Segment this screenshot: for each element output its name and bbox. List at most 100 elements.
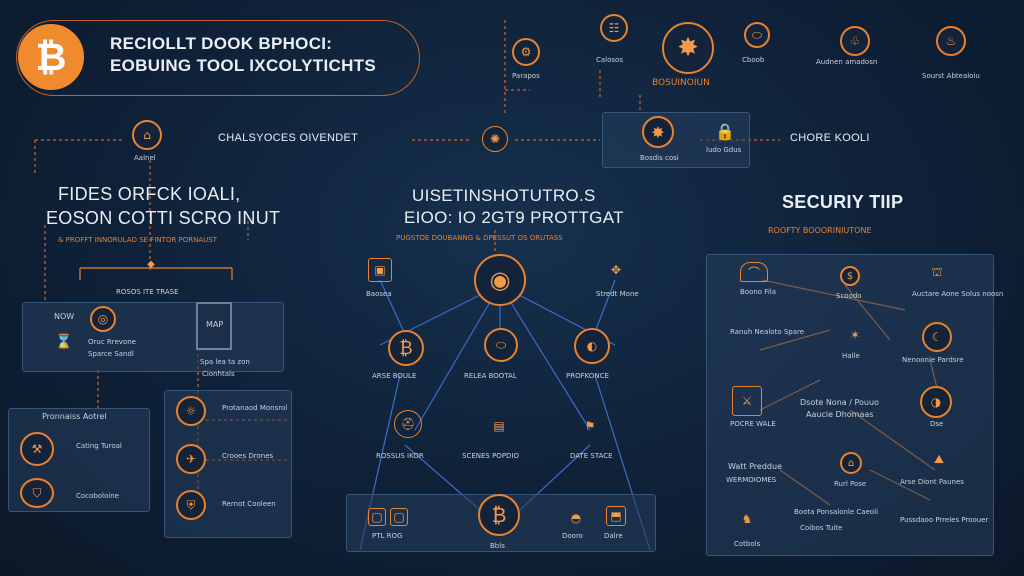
center-subtitle: PUGSTOE DOUBANNG & DPESSUT OS ORUTASS bbox=[396, 234, 563, 242]
lower-mid-item1: Protanaod Monsrol bbox=[222, 404, 288, 412]
right-r4c: Rurl Pose bbox=[834, 480, 867, 488]
lower-mid-icon-3: ⛨ bbox=[176, 490, 206, 520]
left-title-line1: FIDES ORFCK IOALI, bbox=[58, 184, 241, 204]
panel-b-caption2: Cionhtals bbox=[202, 370, 235, 378]
center-node-mr-icon: ◐ bbox=[574, 328, 610, 364]
center-node-lc: SCENES POPDIO bbox=[462, 452, 519, 460]
right-icon-r2b: ✶ bbox=[849, 328, 861, 342]
left-title-line2: EOSON COTTI SCRO INUT bbox=[46, 208, 281, 228]
top-icon-4: ⬭ bbox=[744, 22, 770, 48]
panel-a-icon: ◎ bbox=[90, 306, 116, 332]
top-icon-5: ♧ bbox=[840, 26, 870, 56]
top-icon-2: ☷ bbox=[600, 14, 628, 42]
right-r1a: Boono Fila bbox=[740, 288, 777, 296]
right-r3b-line1: Dsote Nona / Pouuo bbox=[800, 398, 879, 407]
right-icon-r5d: ♞ bbox=[741, 512, 753, 526]
right-icon-r1c: ⛫ bbox=[931, 265, 943, 279]
center-node-ml: ARSE BOULE bbox=[372, 372, 417, 380]
center-title-line2: EIOO: IO 2GT9 PROTTGAT bbox=[404, 208, 624, 227]
right-r3c: Dse bbox=[930, 420, 944, 428]
top-icon-4-label: Cboob bbox=[742, 56, 765, 64]
lower-mid-item2: Crooes Drones bbox=[222, 452, 274, 460]
right-r3a: POCRE WALE bbox=[730, 420, 776, 428]
header-title-line2: EOBUING TOOL IXCOLYTICHTS bbox=[110, 56, 376, 75]
flow-label-left: CHALSYOCES OIVENDET bbox=[218, 132, 359, 144]
right-r5a: Boota Ponsalonle Caeoli bbox=[794, 508, 879, 516]
right-r1b: Scoodo bbox=[836, 292, 862, 300]
header-pill bbox=[16, 20, 420, 96]
right-icon-r3a: ⚔ bbox=[732, 386, 762, 416]
flow-node-icon: ⌂ bbox=[132, 120, 162, 150]
right-icon-r3c: ◑ bbox=[920, 386, 952, 418]
top-box-icon-1: ✸ bbox=[642, 116, 674, 148]
center-node-ml-icon: ₿ bbox=[388, 330, 424, 366]
center-node-lr-icon: ⚑ bbox=[584, 419, 596, 433]
center-node-mc: RELEA BOOTAL bbox=[464, 372, 517, 380]
right-r5d: Cotbols bbox=[734, 540, 761, 548]
top-icon-6: ♨ bbox=[936, 26, 966, 56]
right-r1c: Auctare Aone Solus noosn bbox=[912, 290, 1004, 298]
left-panel-a bbox=[22, 302, 284, 372]
center-node-lr: DATE STACE bbox=[570, 452, 613, 460]
center-bottom-right1: Dooro bbox=[562, 532, 583, 540]
bottom-icon-4: ⬒ bbox=[606, 506, 626, 526]
right-r2b: Halle bbox=[842, 352, 860, 360]
lower-mid-icon-2: ✈ bbox=[176, 444, 206, 474]
bitcoin-logo-icon: ₿ bbox=[18, 24, 84, 90]
center-node-mr: PROFKONCE bbox=[566, 372, 609, 380]
flow-label-right: CHORE KOOLI bbox=[790, 132, 870, 144]
top-icon-6-label: Sourst Abtealoiu bbox=[922, 72, 980, 80]
lower-mid-item3: Rernot Cooleen bbox=[222, 500, 276, 508]
center-node-ll: ROSSUS IKOR bbox=[376, 452, 424, 460]
center-node-lc-icon: ▤ bbox=[493, 419, 505, 433]
flow-node-label: Aalnel bbox=[134, 154, 156, 162]
right-r4a: Watt Preddue bbox=[728, 462, 782, 471]
lock-icon: 🔒 bbox=[715, 121, 735, 141]
center-bottom-left: PTL ROG bbox=[372, 532, 403, 540]
right-r4d: Arse Diont Paunes bbox=[900, 478, 964, 486]
header-title-line1: RECIOLLT DOOK BPHOCI: bbox=[110, 34, 333, 53]
panel-b-caption1: Spa lea ta zon bbox=[200, 358, 250, 366]
center-title-line1: UISETINSHOTUTRO.S bbox=[412, 186, 596, 205]
center-node-tr-icon: ✥ bbox=[610, 263, 622, 277]
panel-a-item2: Sparce Sandl bbox=[88, 350, 134, 358]
top-icon-1-label: Parapos bbox=[512, 72, 540, 80]
right-r3b-line2: Aaucie Dhomaas bbox=[806, 410, 874, 419]
center-hub-icon: ◉ bbox=[474, 254, 526, 306]
flow-hub-icon: ✺ bbox=[482, 126, 508, 152]
center-bottom-center: Bbls bbox=[490, 542, 505, 550]
top-icon-5-label: Audnen amadosn bbox=[816, 58, 878, 66]
center-node-mc-icon: ⬭ bbox=[484, 328, 518, 362]
right-icon-r4d: ⛰ bbox=[933, 451, 945, 466]
center-node-tl: Baosea bbox=[366, 290, 392, 298]
hourglass-icon: ⌛ bbox=[55, 334, 73, 350]
center-bottom-right2: Dalre bbox=[604, 532, 623, 540]
right-r5c: Pussdaoo Prreles Proouer bbox=[900, 516, 989, 524]
top-icon-1: ⚙ bbox=[512, 38, 540, 66]
map-box bbox=[196, 302, 232, 350]
small-node-icon: ◆ bbox=[147, 258, 155, 270]
right-r2c: Nenoonie Pardsre bbox=[902, 356, 964, 364]
center-node-ll-icon: ⛑ bbox=[394, 410, 422, 438]
bottom-icon-3: ◓ bbox=[570, 511, 582, 525]
bottom-bitcoin-icon: ₿ bbox=[478, 494, 520, 536]
center-node-tl-icon: ▣ bbox=[368, 258, 392, 282]
right-icon-r1b: $ bbox=[840, 266, 860, 286]
lower-left-item2: Cocoboloine bbox=[76, 492, 119, 500]
lower-left-item1: Cating Turoal bbox=[76, 442, 122, 450]
right-r2a: Ranuh Nealoto Spare bbox=[730, 328, 805, 336]
panel-a-heading: NOW bbox=[54, 312, 75, 321]
lower-mid-icon-1: ☼ bbox=[176, 396, 206, 426]
right-icon-r1a: ⌒ bbox=[740, 262, 768, 282]
map-box-label: MAP bbox=[206, 320, 224, 329]
top-icon-3-central: ✸ bbox=[662, 22, 714, 74]
right-r5b: Coibos Tuite bbox=[800, 524, 843, 532]
top-center-label: BOSUINOIUN bbox=[652, 78, 710, 88]
panel-a-item1: Oruc Rrevone bbox=[88, 338, 136, 346]
bracket-label: ROSOS ITE TRASE bbox=[116, 288, 179, 296]
right-icon-r2c: ☾ bbox=[922, 322, 952, 352]
right-icon-r4c: ⌂ bbox=[840, 452, 862, 474]
lower-left-icon-2: ⛉ bbox=[20, 478, 54, 508]
top-box-label-2: ludo Gdus bbox=[706, 146, 742, 154]
